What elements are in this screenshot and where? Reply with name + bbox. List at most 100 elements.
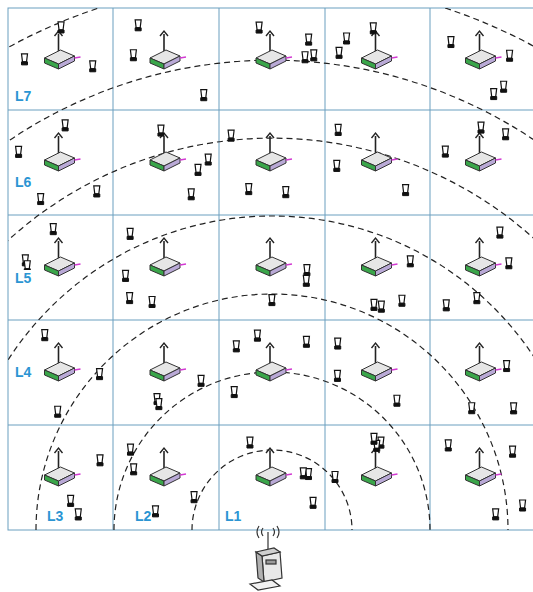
sensor-body bbox=[233, 341, 239, 349]
sensor-icon bbox=[378, 301, 384, 312]
sensor-body bbox=[283, 187, 289, 195]
sensor-body bbox=[55, 406, 61, 414]
sensor-body bbox=[334, 160, 340, 168]
sensor-body bbox=[228, 130, 234, 138]
sensor-body bbox=[344, 33, 350, 41]
sensor-icon bbox=[442, 146, 448, 157]
sensor-body bbox=[403, 185, 409, 193]
sensor-base bbox=[188, 197, 194, 200]
antenna bbox=[479, 346, 481, 364]
sensor-icon bbox=[510, 446, 516, 457]
sensor-base bbox=[127, 301, 133, 304]
sensor-body bbox=[22, 54, 28, 62]
sensor-body bbox=[50, 224, 56, 232]
sensor-body bbox=[511, 403, 517, 411]
cluster-head-icon bbox=[256, 31, 292, 69]
sensor-base bbox=[442, 154, 448, 157]
sensor-body bbox=[300, 468, 306, 476]
sensor-icon bbox=[94, 186, 100, 197]
router-port bbox=[75, 474, 81, 475]
sensor-icon bbox=[334, 370, 340, 381]
cluster-head-icon bbox=[45, 238, 81, 276]
cell-grid bbox=[8, 8, 533, 530]
sensor-body bbox=[335, 338, 341, 346]
sensor-base bbox=[231, 395, 237, 398]
sensor-body bbox=[445, 440, 451, 448]
cluster-head-icon bbox=[362, 343, 398, 381]
antenna-tip bbox=[55, 133, 63, 138]
sensor-base bbox=[158, 133, 164, 136]
sensor-body bbox=[254, 330, 260, 338]
sensor-base bbox=[520, 508, 526, 511]
antenna-tip bbox=[160, 448, 168, 453]
sensor-body bbox=[474, 293, 480, 301]
sensor-icon bbox=[123, 270, 129, 281]
sensor-body bbox=[399, 295, 405, 303]
sensor-body bbox=[371, 433, 377, 441]
sensor-body bbox=[448, 37, 454, 45]
sensor-body bbox=[504, 361, 510, 369]
sensor-icon bbox=[478, 122, 484, 133]
sensor-body bbox=[371, 299, 377, 307]
router-front bbox=[466, 475, 480, 486]
sensor-body bbox=[149, 296, 155, 304]
cluster-head-icon bbox=[466, 448, 502, 486]
sensor-icon bbox=[336, 47, 342, 58]
sensor-base bbox=[149, 304, 155, 307]
antenna-tip bbox=[266, 238, 274, 243]
router-side bbox=[164, 56, 180, 69]
sensor-icon bbox=[149, 296, 155, 307]
sensor-base bbox=[127, 236, 133, 239]
sensor-icon bbox=[246, 184, 252, 195]
sensor-base bbox=[399, 303, 405, 306]
sensor-body bbox=[306, 34, 312, 42]
router-front bbox=[150, 58, 164, 69]
sensor-body bbox=[443, 300, 449, 308]
antenna bbox=[163, 241, 165, 259]
sensor-body bbox=[42, 330, 48, 338]
sensor-icon bbox=[300, 468, 306, 479]
cluster-head-icon bbox=[150, 133, 186, 171]
sensor-base bbox=[507, 58, 513, 61]
grid-line bbox=[219, 8, 220, 530]
cluster-head-icon bbox=[256, 133, 292, 171]
level-label: L4 bbox=[14, 364, 32, 380]
sensor-icon bbox=[127, 293, 133, 304]
sensor-body bbox=[62, 120, 68, 128]
router-front bbox=[256, 370, 270, 381]
router-front bbox=[466, 160, 480, 171]
cluster-head-icon bbox=[466, 133, 502, 171]
antenna-tip bbox=[476, 31, 484, 36]
sensor-icon bbox=[188, 189, 194, 200]
level-arc bbox=[8, 8, 533, 530]
router-side bbox=[270, 56, 286, 69]
router-front bbox=[362, 58, 376, 69]
sensor-icon bbox=[131, 464, 137, 475]
antenna bbox=[269, 451, 271, 469]
sensor-icon bbox=[58, 22, 64, 33]
antenna bbox=[269, 346, 271, 364]
cluster-head-icon bbox=[45, 133, 81, 171]
antenna-tip bbox=[372, 238, 380, 243]
router-front bbox=[256, 58, 270, 69]
base-station-antenna bbox=[267, 532, 268, 549]
sensor-body bbox=[497, 227, 503, 235]
router-front bbox=[466, 58, 480, 69]
sensor-base bbox=[22, 62, 28, 65]
sensor-icon bbox=[269, 295, 275, 306]
sensor-icon bbox=[497, 227, 503, 238]
sensor-icon bbox=[90, 61, 96, 72]
sensor-icon bbox=[303, 275, 309, 286]
grid-line bbox=[325, 8, 326, 530]
antenna bbox=[479, 451, 481, 469]
sensor-icon bbox=[130, 50, 136, 61]
router-port bbox=[496, 159, 502, 160]
sensor-body bbox=[510, 446, 516, 454]
antenna-tip bbox=[55, 238, 63, 243]
grid-line bbox=[8, 110, 533, 111]
sensor-icon bbox=[127, 444, 133, 455]
sensor-body bbox=[336, 47, 342, 55]
sensor-base bbox=[97, 377, 103, 380]
sensor-base bbox=[198, 383, 204, 386]
sensor-base bbox=[478, 130, 484, 133]
